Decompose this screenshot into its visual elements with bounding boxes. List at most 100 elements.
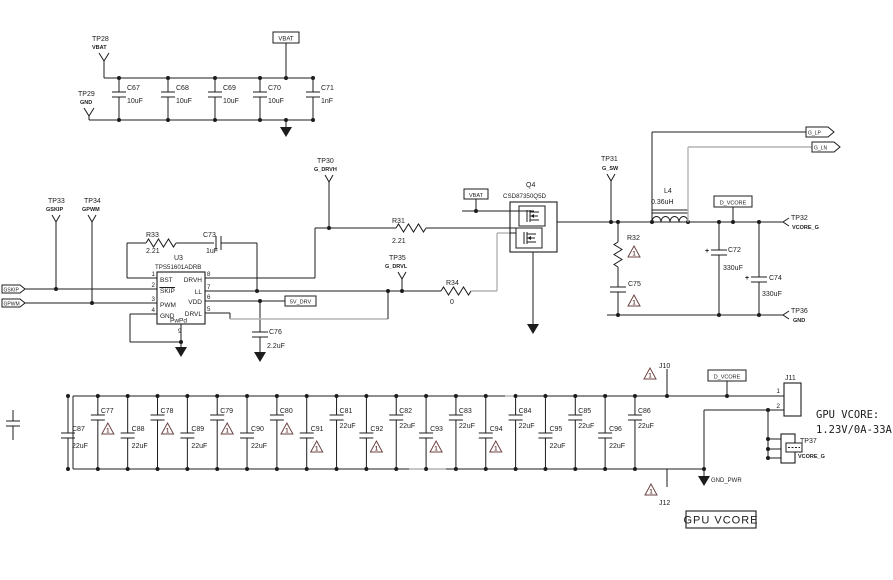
pin-name: PwPd bbox=[170, 318, 187, 325]
cap-value: 22uF bbox=[399, 423, 415, 430]
power-stage-section: VBAT Q4 CSD87350Q5D TP31 G_SW bbox=[462, 126, 841, 334]
output-spec-line2: 1.23V/0A-33A bbox=[816, 424, 893, 436]
net-label-box bbox=[284, 295, 317, 307]
capacitor-stub bbox=[6, 410, 20, 440]
cap-ref: C92 bbox=[370, 426, 383, 433]
net-tag-shape bbox=[1, 284, 26, 294]
testpoint-symbol bbox=[397, 271, 407, 280]
cap-value: 22uF bbox=[132, 443, 148, 450]
testpoint-net: GPWM bbox=[82, 207, 100, 213]
cap-value: 2.2uF bbox=[267, 343, 285, 350]
testpoint-symbol bbox=[87, 214, 97, 223]
pin-number: 4 bbox=[152, 307, 156, 314]
cap-value: 22uF bbox=[578, 423, 594, 430]
resistor-ref: R32 bbox=[627, 235, 640, 242]
cap-value: 1nF bbox=[321, 98, 333, 105]
resistor-symbol bbox=[613, 241, 623, 268]
pin-number: 2 bbox=[152, 282, 156, 289]
cap-ref: C90 bbox=[251, 426, 264, 433]
testpoint-symbol bbox=[782, 217, 790, 227]
cap-value: 22uF bbox=[72, 443, 88, 450]
net-tag-shape bbox=[805, 126, 835, 138]
cap-ref: C85 bbox=[578, 408, 591, 415]
ground-symbol bbox=[698, 476, 710, 486]
testpoint-ref: TP32 bbox=[791, 215, 808, 222]
pin-number: 9 bbox=[178, 328, 182, 335]
cap-ref: C79 bbox=[220, 408, 233, 415]
testpoint-net: GND bbox=[793, 318, 805, 324]
resistor-ref: R33 bbox=[146, 232, 159, 239]
net-label: 5V_DRV bbox=[290, 300, 312, 306]
cap-ref: C83 bbox=[459, 408, 472, 415]
fet-ref: Q4 bbox=[526, 182, 535, 189]
ground-symbol bbox=[527, 324, 539, 334]
pin-name: BST bbox=[160, 277, 173, 284]
cap-value: 22uF bbox=[609, 443, 625, 450]
testpoint-contact bbox=[785, 442, 803, 453]
dnp-triangle bbox=[280, 421, 294, 435]
cap-ref: C68 bbox=[176, 85, 189, 92]
dnp-note: 1 bbox=[648, 374, 652, 380]
ground-symbol bbox=[280, 127, 292, 137]
testpoint-ref: TP34 bbox=[84, 198, 101, 205]
dnp-triangle bbox=[220, 421, 235, 435]
pin-number: 5 bbox=[207, 306, 211, 313]
testpoint-net: GSKIP bbox=[46, 207, 63, 213]
dnp-note: 1 bbox=[632, 252, 636, 258]
annotations-section: GPU VCORE: 1.23V/0A-33A GPU VCORE bbox=[683, 409, 893, 529]
ground-symbol bbox=[254, 352, 266, 362]
testpoint-ref: TP31 bbox=[601, 156, 618, 163]
testpoint-symbol bbox=[83, 107, 95, 117]
cap-ref: C96 bbox=[609, 426, 622, 433]
cap-ref: C67 bbox=[127, 85, 140, 92]
dnp-triangle bbox=[369, 439, 384, 453]
pin-number: 7 bbox=[207, 284, 211, 291]
dnp-triangle bbox=[100, 421, 115, 435]
dnp-triangle bbox=[429, 439, 443, 453]
resistor-value: 2.21 bbox=[146, 248, 160, 255]
pin-name: LL bbox=[195, 289, 203, 296]
dnp-note: 1 bbox=[315, 447, 319, 453]
pin-number: 1 bbox=[152, 271, 156, 278]
testpoint-net: G_DRVL bbox=[385, 264, 408, 270]
output-spec-line1: GPU VCORE: bbox=[816, 409, 879, 421]
cap-value: 10uF bbox=[176, 98, 192, 105]
pin-name: SKIP bbox=[160, 288, 175, 295]
fet-inner-box bbox=[518, 205, 546, 227]
cap-value: 10uF bbox=[127, 98, 143, 105]
cap-ref: C82 bbox=[399, 408, 412, 415]
cap-value: 10uF bbox=[223, 98, 239, 105]
title-box bbox=[685, 510, 757, 529]
pin-number: 8 bbox=[207, 271, 211, 278]
cap-ref: C88 bbox=[132, 426, 145, 433]
cap-ref: C70 bbox=[268, 85, 281, 92]
net-label: D_VCORE bbox=[720, 201, 747, 207]
cap-value: 22uF bbox=[519, 423, 535, 430]
pin-name: VDD bbox=[188, 299, 202, 306]
cap-value: 330uF bbox=[723, 265, 743, 272]
resistor-ref: R31 bbox=[392, 218, 405, 225]
pin-number: 2 bbox=[776, 403, 780, 410]
net-label: D_VCORE bbox=[714, 375, 741, 381]
cap-ref: C84 bbox=[519, 408, 532, 415]
cap-ref: C74 bbox=[769, 275, 782, 282]
dnp-note: 1 bbox=[632, 301, 636, 307]
cap-ref: C87 bbox=[72, 426, 85, 433]
testpoint-net: VBAT bbox=[92, 45, 107, 51]
cap-ref: C93 bbox=[430, 426, 443, 433]
cap-ref: C73 bbox=[203, 232, 216, 239]
testpoint-ref: TP37 bbox=[800, 438, 817, 445]
fet-part-number: CSD87350Q5D bbox=[503, 193, 547, 200]
cap-ref: C71 bbox=[321, 85, 334, 92]
cap-ref: C81 bbox=[340, 408, 353, 415]
dnp-triangle bbox=[309, 439, 324, 453]
cap-value: 22uF bbox=[638, 423, 654, 430]
connector-ref: J11 bbox=[785, 375, 796, 382]
cap-ref: C77 bbox=[101, 408, 114, 415]
ic-part-number: TPS51601ADRB bbox=[155, 264, 201, 271]
net-label: VBAT bbox=[469, 193, 484, 199]
gate-nets-section: R31 2.21 TP30 G_DRVH TP35 G_DRVL R34 0 bbox=[205, 158, 510, 306]
resistor-ref: R34 bbox=[446, 280, 459, 287]
